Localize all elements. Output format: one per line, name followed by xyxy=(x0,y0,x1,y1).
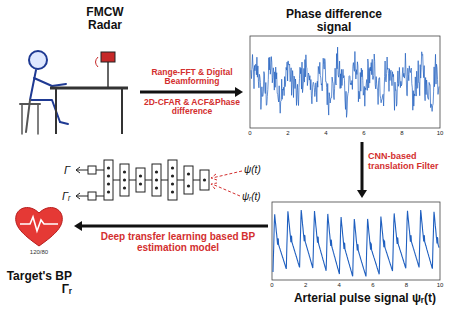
plot-frame xyxy=(250,36,440,128)
desk xyxy=(50,62,128,134)
signal-symbol: Γ xyxy=(64,164,74,176)
radar-device xyxy=(96,52,116,67)
node-text: Target's BP Γᵣ xyxy=(4,270,72,296)
axis-tick: 6 xyxy=(356,130,372,137)
step-label: Range-FFT & Digital Beamforming xyxy=(140,68,244,87)
node-text: FMCW Radar xyxy=(80,6,130,32)
person-at-desk xyxy=(20,51,68,134)
node-text: Phase difference signal xyxy=(275,8,393,34)
axis-tick: 6 xyxy=(365,282,381,289)
axis-tick: 8 xyxy=(394,130,410,137)
node-text: 120/80 xyxy=(18,249,60,256)
axis-tick: 4 xyxy=(331,282,347,289)
bp-output: 120/80Target's BP Γᵣ xyxy=(4,196,74,306)
axis-tick: 10 xyxy=(432,130,448,137)
plot-frame xyxy=(272,202,440,280)
signal-symbol: ψ(t) xyxy=(244,164,268,175)
heart-icon xyxy=(16,208,63,246)
radar-scene: FMCW Radar xyxy=(10,4,140,142)
axis-tick: 2 xyxy=(298,282,314,289)
flow-arrow xyxy=(357,142,367,198)
node-text: Arterial pulse signal ψᵣ(t) xyxy=(286,292,444,305)
axis-tick: 0 xyxy=(264,282,280,289)
flow-arrow xyxy=(74,221,268,231)
axis-tick: 4 xyxy=(318,130,334,137)
signal-symbol: ψᵣ(t) xyxy=(242,191,268,202)
step-label: CNN-based translation Filter xyxy=(368,152,450,172)
flow-arrow xyxy=(140,87,243,97)
signal-plot: Phase difference signal xyxy=(243,4,448,142)
neural-network xyxy=(76,160,242,200)
axis-tick: 0 xyxy=(242,130,258,137)
axis-tick: 10 xyxy=(432,282,448,289)
step-label: Deep transfer learning based BP estimati… xyxy=(92,231,264,253)
phase-signal xyxy=(251,47,439,117)
signal-symbol: Γᵣ xyxy=(62,190,76,202)
signal-plot: Arterial pulse signal ψᵣ(t) xyxy=(268,198,448,320)
pulse-signal xyxy=(273,210,439,276)
step-label: 2D-CFAR & ACF&Phase difference xyxy=(140,98,244,117)
axis-tick: 8 xyxy=(398,282,414,289)
axis-tick: 2 xyxy=(280,130,296,137)
